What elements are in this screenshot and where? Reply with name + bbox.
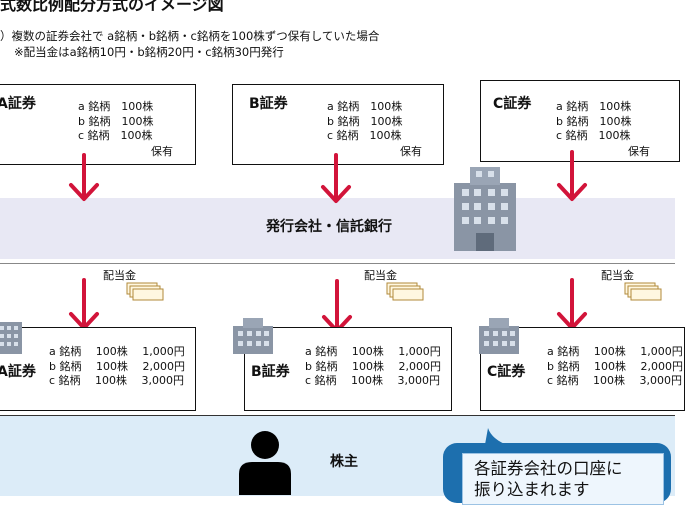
firm-name: C証券 (487, 364, 526, 380)
firm-name: B証券 (249, 96, 288, 112)
held-label: 保有 (628, 145, 650, 158)
down-arrow-icon (69, 153, 99, 201)
bottom-box-b: B証券 a 銘柄 100株 1,000円 b 銘柄 100株 2,000円 c … (244, 327, 452, 411)
bubble-text: 各証券会社の口座に 振り込まれます (474, 459, 623, 499)
dividend-label-c: 配当金 (601, 269, 634, 282)
office-building-icon (233, 318, 273, 354)
held-label: 保有 (151, 145, 173, 158)
office-building-icon (454, 167, 516, 251)
issuer-label: 発行会社・信託銀行 (266, 219, 392, 235)
down-arrow-icon (557, 150, 587, 201)
office-building-icon (0, 322, 22, 354)
firm-name: C証券 (493, 96, 532, 112)
held-label: 保有 (400, 145, 422, 158)
top-box-a: A証券 a 銘柄 100株 b 銘柄 100株 c 銘柄 100株 保有 (0, 84, 196, 165)
firm-name: B証券 (251, 364, 290, 380)
down-arrow-icon (69, 278, 99, 330)
intro-line-2: ※配当金はa銘柄10円・b銘柄20円・c銘柄30円発行 (14, 45, 284, 59)
dividend-rows: a 銘柄 100株 1,000円 b 銘柄 100株 2,000円 c 銘柄 1… (547, 345, 683, 387)
firm-name: A証券 (0, 96, 36, 112)
holding-list: a 銘柄 100株 b 銘柄 100株 c 銘柄 100株 (78, 100, 154, 142)
down-arrow-icon (557, 278, 587, 330)
bottom-box-a: A証券 a 銘柄 100株 1,000円 b 銘柄 100株 2,000円 c … (0, 327, 196, 411)
person-icon (239, 431, 291, 495)
firm-name: A証券 (0, 364, 36, 380)
down-arrow-icon (321, 153, 351, 203)
holding-list: a 銘柄 100株 b 銘柄 100株 c 銘柄 100株 (556, 100, 632, 142)
dividend-rows: a 銘柄 100株 1,000円 b 銘柄 100株 2,000円 c 銘柄 1… (49, 345, 185, 387)
dividend-label-b: 配当金 (364, 269, 397, 282)
office-building-icon (479, 318, 519, 354)
intro-line-1: ）複数の証券会社で a銘柄・b銘柄・c銘柄を100株ずつ保有していた場合 (0, 29, 380, 43)
shareholder-label: 株主 (330, 454, 358, 470)
dividend-rows: a 銘柄 100株 1,000円 b 銘柄 100株 2,000円 c 銘柄 1… (305, 345, 441, 387)
top-box-b: B証券 a 銘柄 100株 b 銘柄 100株 c 銘柄 100株 保有 (232, 84, 444, 165)
diagram-title: 式数比例配分方式のイメージ図 (0, 0, 224, 14)
holding-list: a 銘柄 100株 b 銘柄 100株 c 銘柄 100株 (327, 100, 403, 142)
top-box-c: C証券 a 銘柄 100株 b 銘柄 100株 c 銘柄 100株 保有 (480, 80, 680, 162)
cash-envelope-icon (126, 282, 164, 301)
cash-envelope-icon (386, 282, 424, 301)
cash-envelope-icon (624, 282, 662, 301)
dividend-label-a: 配当金 (103, 269, 136, 282)
issuer-band (0, 198, 675, 259)
separator (0, 263, 675, 264)
down-arrow-icon (322, 279, 352, 333)
